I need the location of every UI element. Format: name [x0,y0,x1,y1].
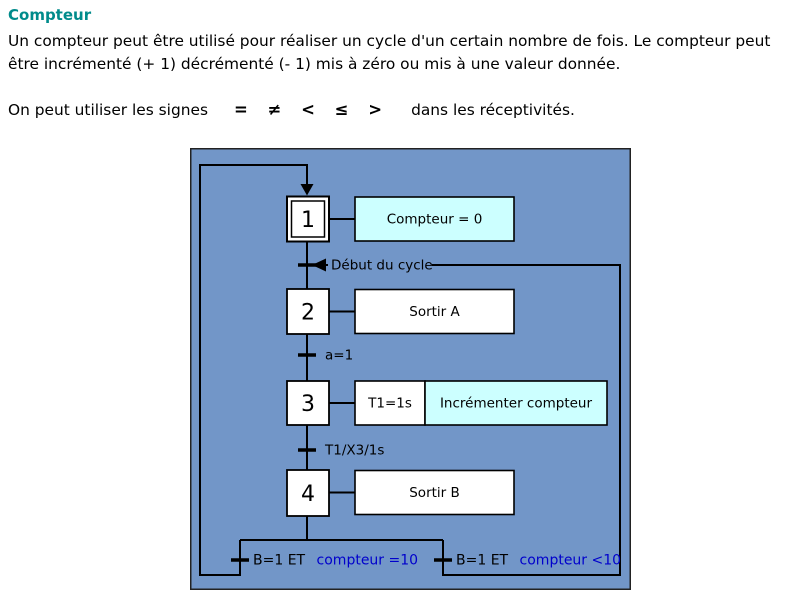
grafcet-diagram: 1 Compteur = 0 Début du cycle 2 Sortir A… [190,148,631,590]
step-4-number: 4 [301,482,315,507]
condition-label-equal-10: B=1 ET compteur =10 [253,553,418,569]
text-block: Compteur Un compteur peut être utilisé p… [8,6,792,119]
action-label-incrementer: Incrémenter compteur [440,396,593,412]
condition-equal-10-prefix: B=1 ET [253,553,306,569]
step-2-number: 2 [301,301,315,326]
action-label-t1: T1=1s [367,396,412,412]
action-box-compteur-zero [354,196,515,242]
action-box-incrementer [424,380,608,426]
step-1-inner-box [290,200,326,238]
action-label-sortir-a: Sortir A [409,304,460,320]
condition-label-less-10: B=1 ET compteur <10 [456,553,621,569]
action-label-compteur-zero: Compteur = 0 [387,212,483,228]
label-background [328,255,432,275]
action-label-sortir-b: Sortir B [409,485,460,501]
return-arrow-icon [312,258,326,272]
signs-outro-text: dans les réceptivités. [411,100,575,119]
comparison-signs: = ≠ < ≤ > [233,100,390,119]
signs-intro-text: On peut utiliser les signes [8,100,208,119]
transition-label-a1: a=1 [325,348,353,364]
condition-less-10-value: compteur <10 [520,553,622,569]
action-box-sortir-b [354,469,515,516]
signs-line: On peut utiliser les signes = ≠ < ≤ > da… [8,100,792,119]
step-3-box [286,380,330,426]
step-1-number: 1 [301,208,315,233]
entry-arrow-icon [300,184,314,196]
page-title: Compteur [8,6,92,24]
action-box-sortir-a [354,288,515,335]
transition-label-t1x3: T1/X3/1s [324,443,384,459]
transition-label-debut-du-cycle: Début du cycle [331,258,433,274]
condition-less-10-prefix: B=1 ET [456,553,509,569]
intro-paragraph: Un compteur peut être utilisé pour réali… [8,32,771,73]
condition-equal-10-value: compteur =10 [317,553,419,569]
left-loop-line [199,164,308,576]
right-loop-line [326,264,621,576]
step-3-number: 3 [301,392,315,417]
step-2-box [286,288,330,335]
